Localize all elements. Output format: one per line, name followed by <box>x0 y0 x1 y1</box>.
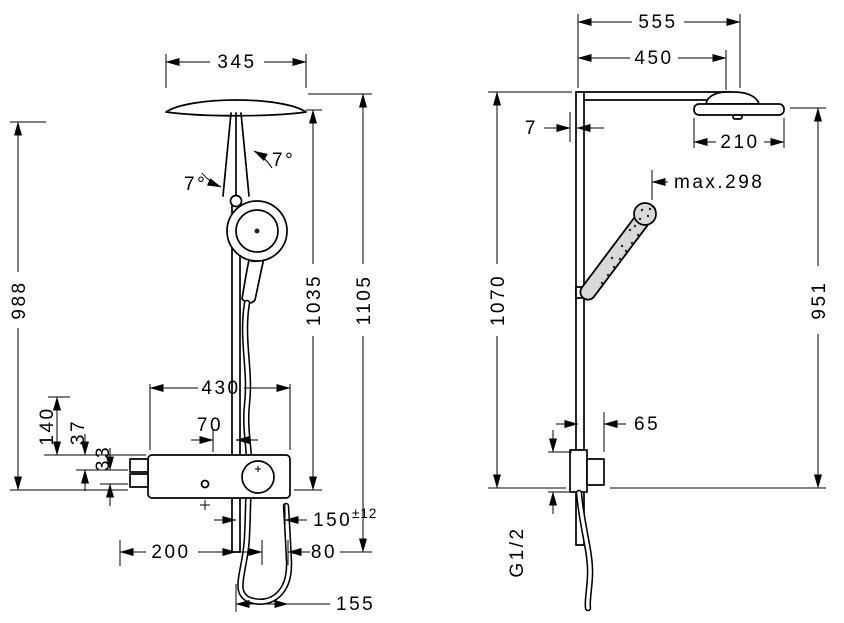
dim-555: 555 <box>577 12 741 88</box>
side-view: 555 450 7 210 max.298 <box>488 12 830 612</box>
dim-210: 210 <box>693 118 785 153</box>
angle-left-label: 7° <box>184 174 207 195</box>
connection-thread-label: G1/2 <box>507 526 528 577</box>
dim-951: 951 <box>610 107 830 489</box>
dim-70: 70 <box>191 415 258 452</box>
dim-37: 37 <box>68 419 128 491</box>
dim-200-label: 200 <box>151 542 190 563</box>
supply-connector-bottom <box>129 473 149 488</box>
dim-140: 140 <box>37 396 146 456</box>
thermostat <box>129 454 291 510</box>
dim-37-label: 37 <box>68 419 89 445</box>
head-dome <box>705 91 760 105</box>
head-nozzle <box>732 114 743 120</box>
dim-450: 450 <box>577 48 727 90</box>
dim-155: 155 <box>235 584 375 615</box>
dim-max298-label: max.298 <box>674 172 764 193</box>
hand-shower-texture <box>600 207 652 285</box>
hand-shower-handle <box>241 257 265 304</box>
shower-arm-side <box>575 91 731 101</box>
dim-80-label: 80 <box>311 542 337 563</box>
select-button <box>241 460 275 494</box>
dim-7: 7 <box>525 112 604 142</box>
arm-pivot <box>229 194 243 208</box>
dim-1070-label: 1070 <box>488 274 509 326</box>
dim-1035-label: 1035 <box>304 274 325 326</box>
angle-right-label: 7° <box>272 150 295 171</box>
dim-7-label: 7 <box>525 118 538 139</box>
dim-65-label: 65 <box>634 414 660 435</box>
shower-arm-tilt <box>222 112 250 208</box>
dim-345: 345 <box>165 52 307 88</box>
dim-70-label: 70 <box>197 415 223 436</box>
overhead-shower-side <box>693 91 785 120</box>
thread-label: G1/2 <box>507 526 528 577</box>
dim-155-label: 155 <box>336 594 375 615</box>
dim-max298: max.298 <box>651 170 764 200</box>
dim-1105-label: 1105 <box>354 275 375 326</box>
dim-65: 65 <box>556 412 660 452</box>
dim-150-tolerance: ±12 <box>352 506 377 521</box>
overhead-shower-front <box>165 99 307 117</box>
supply-connector-top <box>129 458 149 473</box>
dim-988: 988 <box>9 121 128 491</box>
shower-hose-front <box>237 299 293 605</box>
thermostat-screw <box>200 479 210 489</box>
head-disc <box>693 103 785 116</box>
dim-angle-right: 7° <box>253 150 295 171</box>
dim-210-label: 210 <box>720 132 759 153</box>
dim-angle-left: 7° <box>184 172 222 195</box>
shower-hose-side <box>575 489 594 612</box>
dim-150: 150 ±12 <box>214 504 377 532</box>
dim-1105: 1105 <box>308 93 375 553</box>
dim-450-label: 450 <box>634 48 673 69</box>
bracket-arrows <box>548 430 572 514</box>
wall-bracket <box>569 449 605 493</box>
hand-shower-head <box>633 202 657 226</box>
hand-shower-side <box>579 202 657 301</box>
dim-1035: 1035 <box>294 109 325 491</box>
dim-988-label: 988 <box>9 280 30 319</box>
dim-1070: 1070 <box>488 91 572 489</box>
dim-200: 200 <box>119 540 237 566</box>
dim-150-label: 150 <box>313 510 352 531</box>
dim-951-label: 951 <box>809 280 830 319</box>
dim-33: 33 <box>93 445 128 506</box>
dim-430: 430 <box>149 378 291 450</box>
dim-430-label: 430 <box>201 378 240 399</box>
dim-555-label: 555 <box>638 12 677 33</box>
dim-80: 80 <box>240 540 372 565</box>
dim-345-label: 345 <box>217 52 256 73</box>
front-view: 345 7° 7° 988 140 37 <box>9 52 377 615</box>
dim-33-label: 33 <box>93 445 114 471</box>
dim-140-label: 140 <box>37 406 58 445</box>
hand-shower-front <box>226 200 288 304</box>
